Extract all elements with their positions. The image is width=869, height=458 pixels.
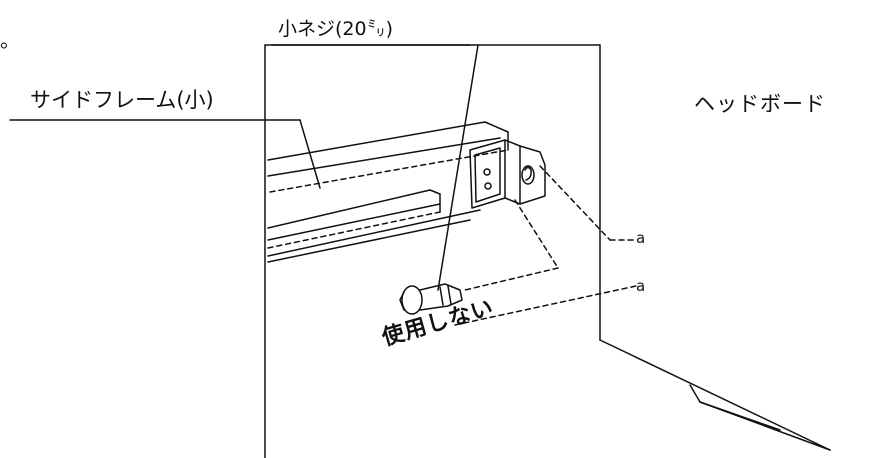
leader-lines: [9, 44, 479, 291]
stray-period-text: 。: [0, 28, 20, 52]
small-screw-label: 小ネジ(20㍉): [278, 18, 394, 40]
side-frame-label: サイドフレーム(小): [30, 88, 214, 112]
hole-marker-a-lower: a: [636, 277, 646, 295]
headboard-label: ヘッドボード: [694, 92, 826, 116]
alignment-lines: [454, 165, 637, 326]
hole-marker-a-upper: a: [636, 229, 646, 247]
metal-bracket: [469, 139, 546, 209]
small-screw: [399, 283, 463, 315]
headboard-panel: [599, 44, 831, 451]
side-frame-rail: [267, 121, 509, 263]
